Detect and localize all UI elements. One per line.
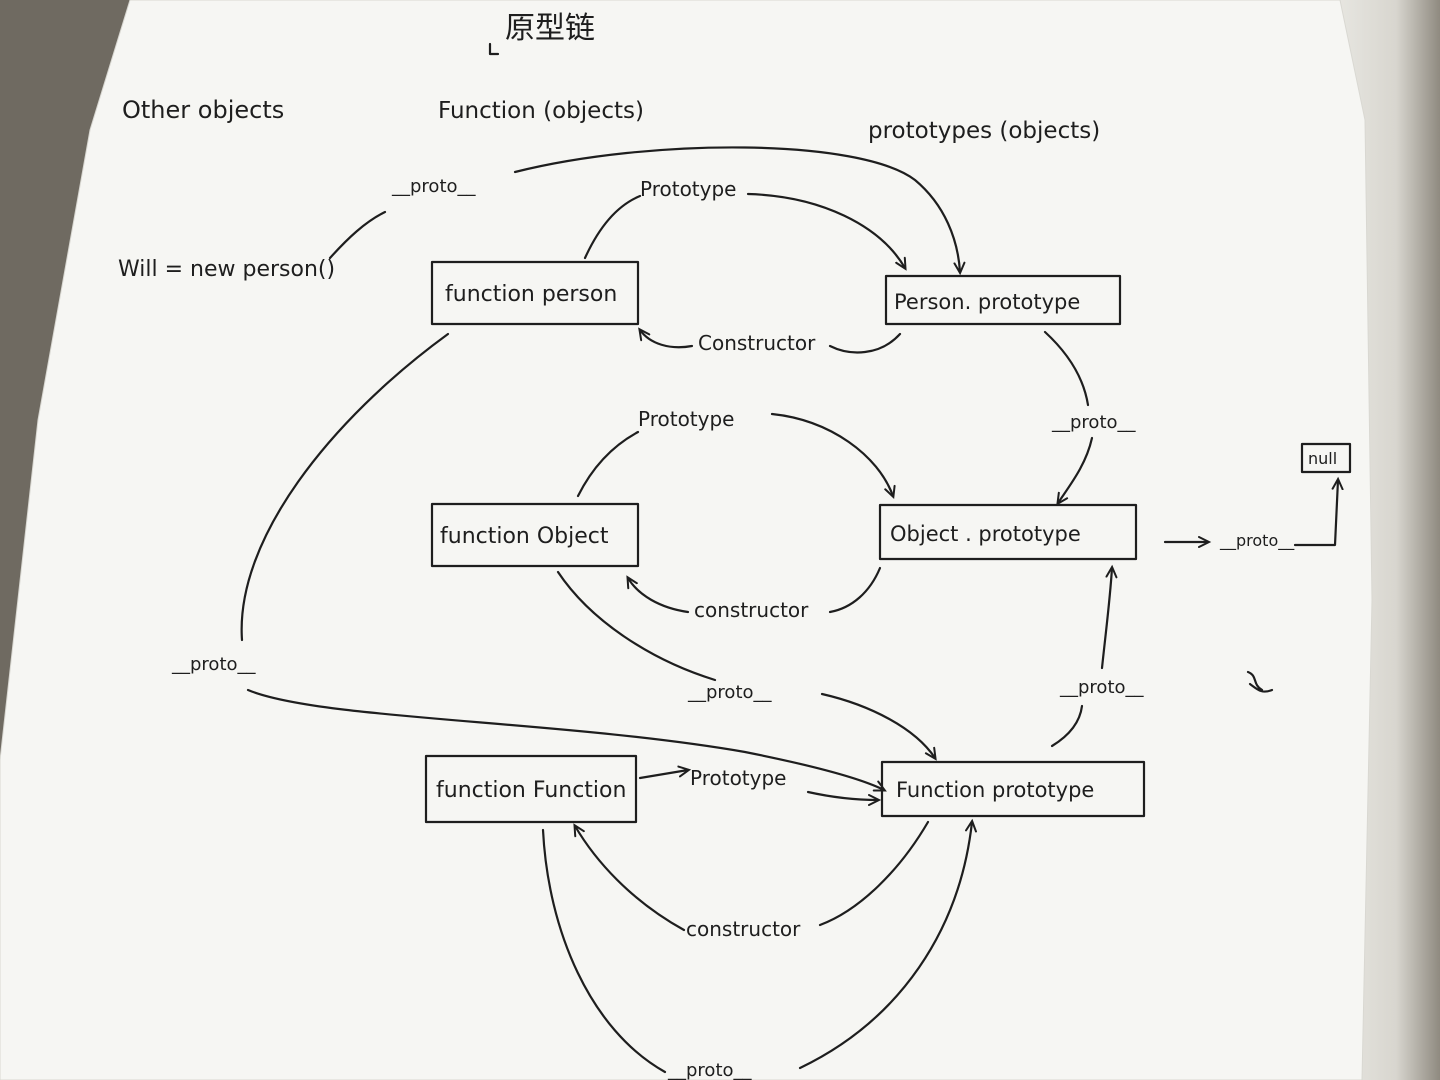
edge-function-constructor [818,820,930,927]
edge-functionproto-proto-2 [1100,564,1118,670]
edge-person-prototype-2 [746,192,907,271]
column-header-prototypes: prototypes (objects) [868,118,1100,144]
node-object-prototype: Object . prototype [878,503,1138,561]
edge-object-proto [556,570,717,682]
edge-function-proto [541,828,667,1074]
edge-object-constructor-2 [626,575,690,614]
edge-object-constructor [828,566,882,614]
column-header-functions: Function (objects) [438,98,644,124]
edge-person-constructor-2 [638,327,694,349]
edge-function-proto-2 [798,818,977,1070]
edge-function-prototype-2 [806,790,882,806]
node-person-prototype-label: Person. prototype [894,290,1080,314]
node-function-object-label: function Object [440,524,609,549]
stray-bracket [488,42,500,56]
edge-label-constructor-3: constructor [686,917,801,941]
node-function-person-label: function person [445,282,617,307]
edge-person-proto-loop [240,332,450,642]
node-function-person: function person [430,260,640,326]
edge-object-prototype-2 [770,412,896,500]
edge-object-proto-2 [820,692,937,761]
edge-person-proto-loop-2 [246,688,887,792]
edge-object-prototype [576,430,640,498]
node-function-prototype: Function prototype [880,760,1146,818]
edge-function-constructor-2 [573,823,686,932]
page-title: 原型链 [505,11,595,46]
edge-will-proto [328,210,387,260]
node-function-function-label: function Function [436,778,626,803]
edge-label-proto-right: __proto__ [1051,412,1137,433]
node-function-object: function Object [430,502,640,568]
stray-squiggle [1246,670,1274,693]
instance-expression: Will = new person() [118,257,335,282]
edge-label-prototype-2: Prototype [638,407,734,431]
edge-function-prototype [638,765,692,780]
edge-functionproto-proto [1050,704,1084,748]
edge-label-proto-left: __proto__ [171,654,257,675]
edge-label-proto-top: __proto__ [391,176,477,197]
node-object-prototype-label: Object . prototype [890,522,1081,546]
node-function-prototype-label: Function prototype [896,778,1094,802]
node-person-prototype: Person. prototype [884,274,1122,326]
edge-label-proto-mid: __proto__ [687,682,773,703]
edge-label-constructor-2: constructor [694,598,809,622]
edge-label-prototype-1: Prototype [640,177,736,201]
node-null-label: null [1308,449,1337,468]
node-function-function: function Function [424,754,638,824]
edge-label-proto-bottom: __proto__ [667,1060,753,1080]
column-header-other: Other objects [122,96,284,124]
edge-personproto-proto-2 [1056,436,1094,506]
edge-personproto-proto [1043,330,1090,407]
edge-label-prototype-3: Prototype [690,766,786,790]
edge-label-proto-up: __proto__ [1059,677,1145,698]
edge-label-proto-null: __proto__ [1219,531,1295,551]
edge-will-proto-2 [513,146,966,276]
edge-person-prototype [583,194,642,260]
edge-objectproto-null-2 [1293,476,1344,547]
node-null: null [1300,442,1352,474]
edge-label-constructor-1: Constructor [698,331,816,355]
paper-sheet [0,0,1373,1080]
edge-person-constructor [828,332,902,354]
